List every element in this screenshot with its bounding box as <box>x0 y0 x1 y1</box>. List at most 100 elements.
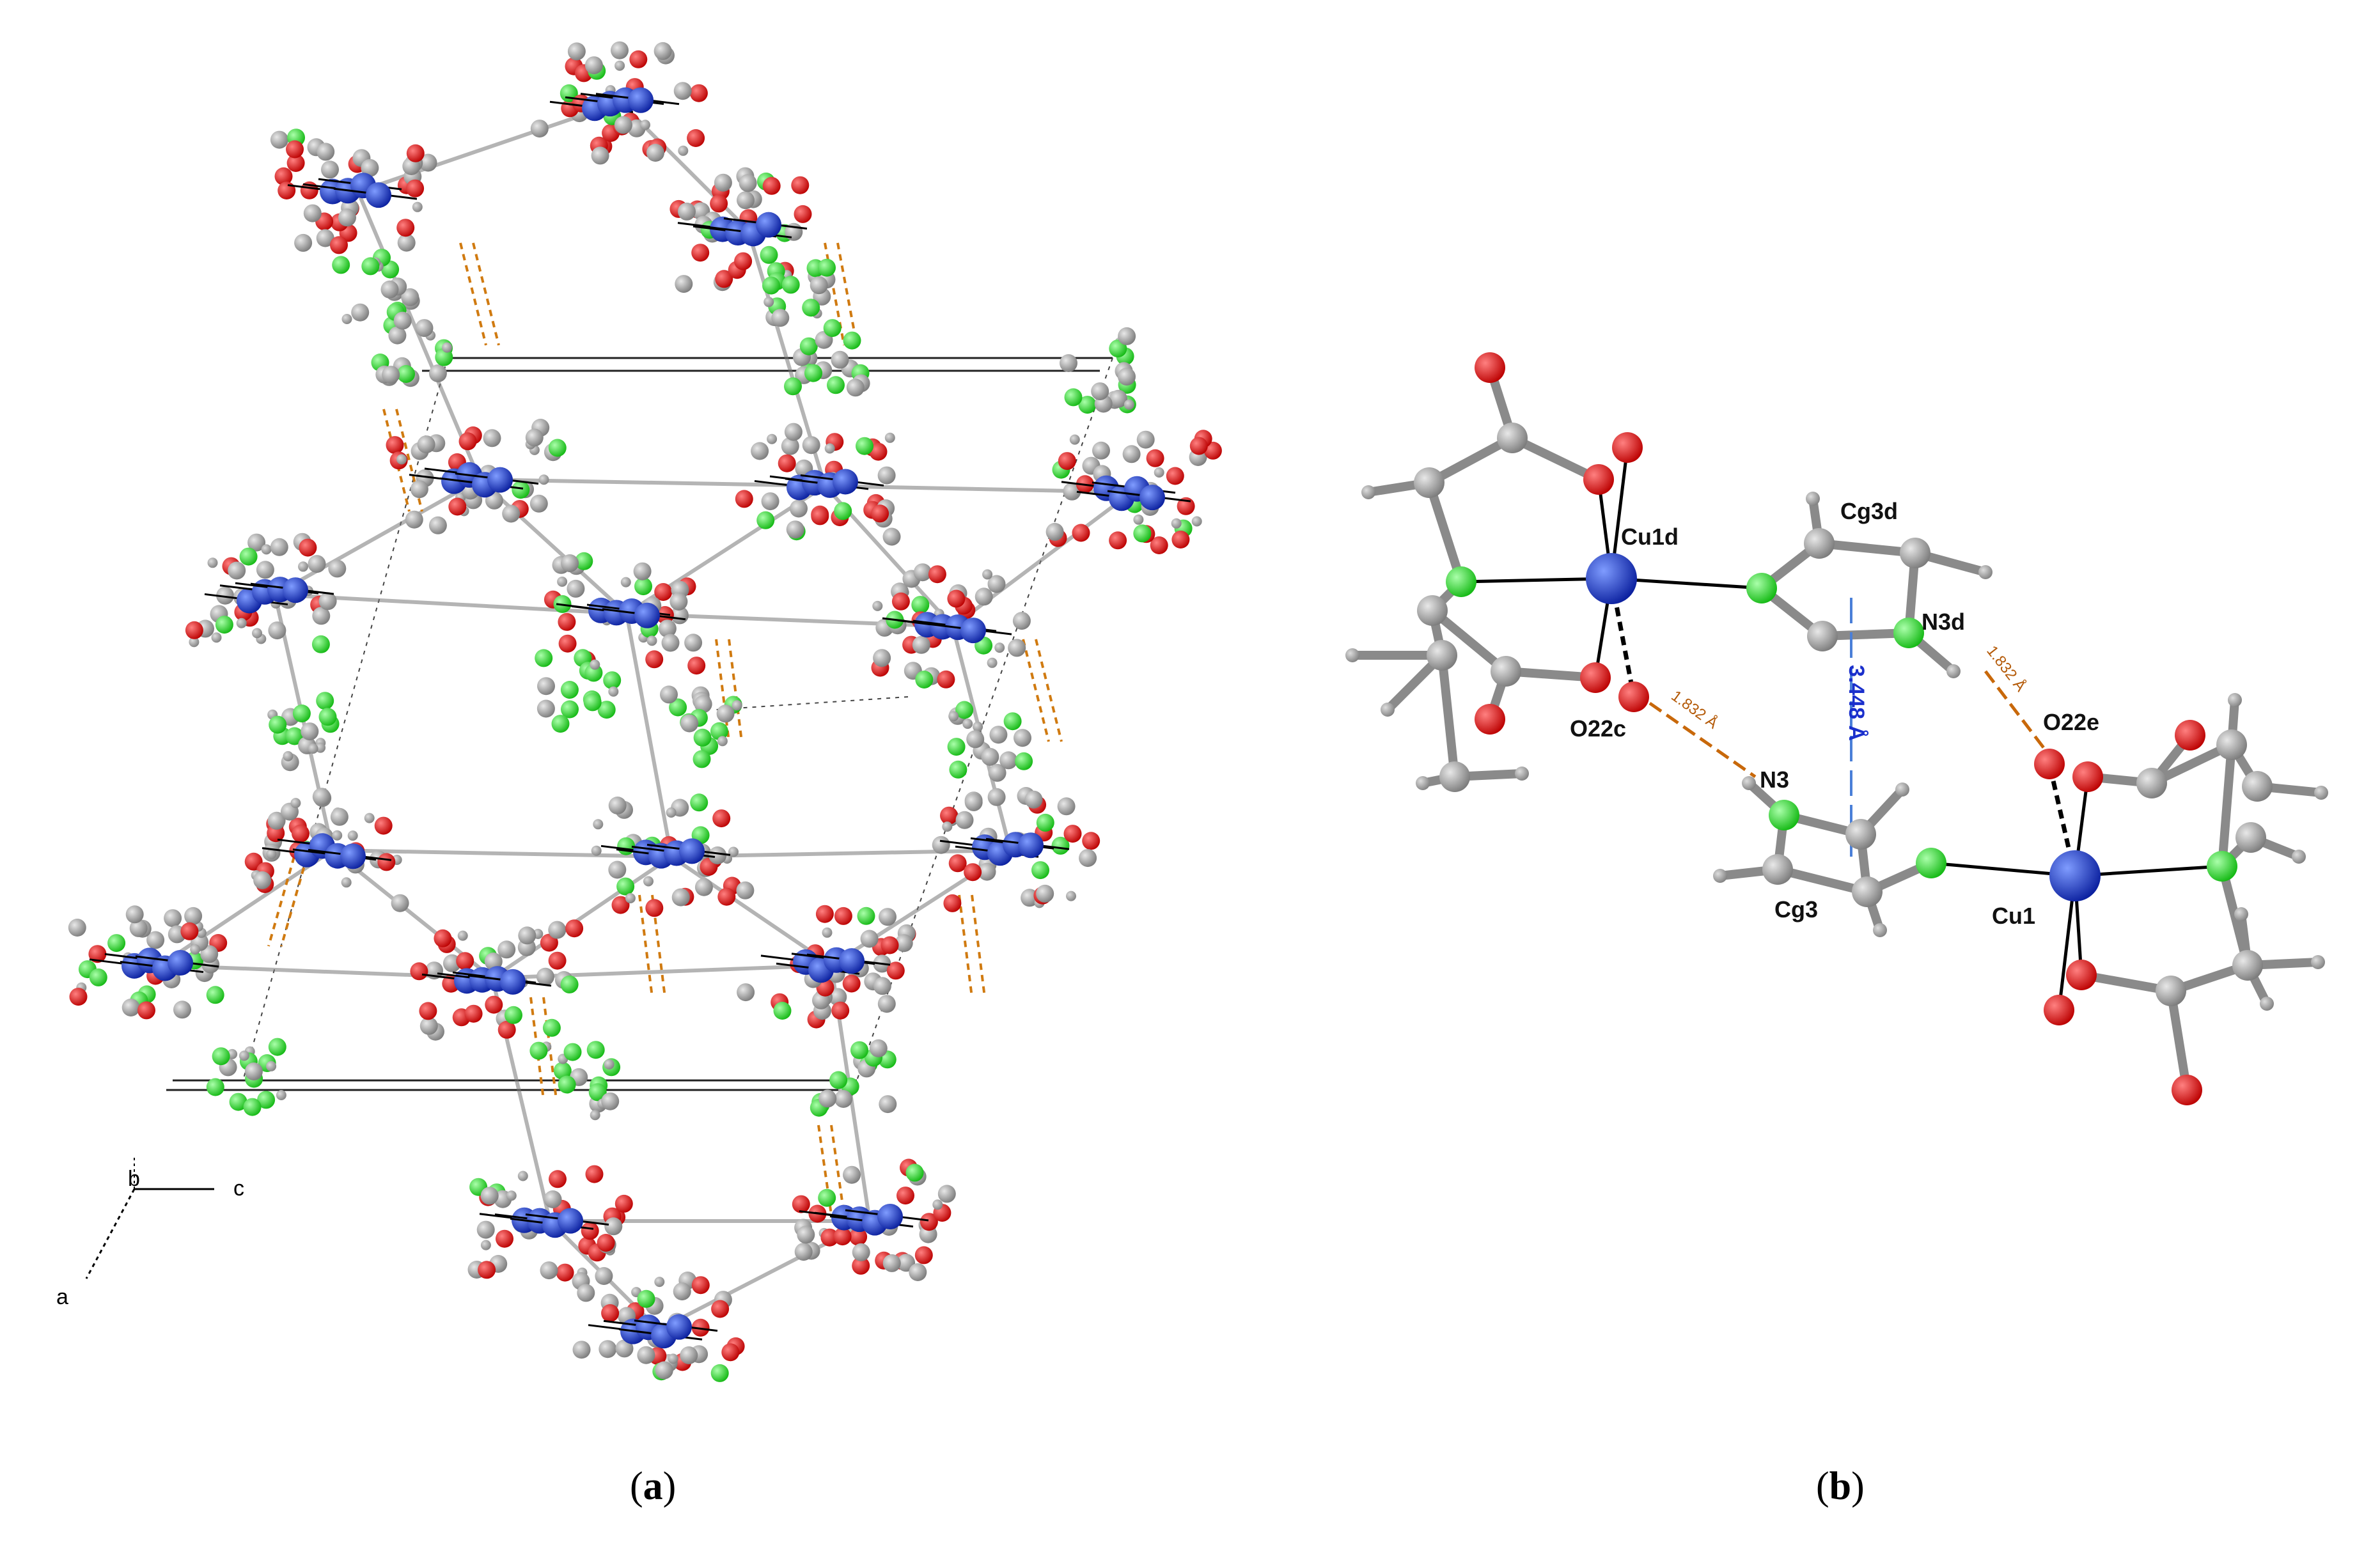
oxygen-atom <box>891 592 910 611</box>
nitrogen-atom <box>634 577 652 596</box>
panel-b-dimer: Cu1d Cg3d N3d O22c N3 Cg3 Cu1 O22e 1.832… <box>1345 352 2328 1105</box>
hydrogen-atom <box>442 342 453 353</box>
oxygen-atom <box>497 1020 516 1039</box>
oxygen-atom <box>278 182 296 199</box>
label-n3d: N3d <box>1922 609 1965 635</box>
hydrogen-atom <box>211 632 222 643</box>
hydrogen-atom <box>332 830 343 841</box>
hydrogen-atom <box>1742 776 1756 790</box>
hbond-dash <box>728 639 743 742</box>
carbon-atom <box>1014 729 1031 747</box>
carbon-atom <box>388 326 407 345</box>
oxygen-atom <box>558 612 576 631</box>
oxygen-atom <box>581 1222 599 1240</box>
hydrogen-atom <box>538 474 549 485</box>
hydrogen-atom <box>1978 565 1992 579</box>
cell-edge-dashed <box>716 696 909 710</box>
oxygen-atom <box>611 896 630 914</box>
oxygen-atom <box>396 219 415 237</box>
hydrogen-atom <box>2311 955 2325 969</box>
panel-a-packing: b c a <box>56 41 1222 1382</box>
oxygen-atom <box>137 1001 155 1020</box>
carbon-atom <box>351 303 370 322</box>
oxygen-atom <box>964 863 982 882</box>
oxygen-atom <box>849 1227 868 1246</box>
carbon-atom <box>1118 327 1136 345</box>
carbon-atom <box>895 934 913 953</box>
nitrogen-atom <box>586 1041 605 1059</box>
oxygen-atom <box>1150 536 1168 554</box>
oxygen-atom <box>1580 662 1611 693</box>
hydrogen-atom <box>640 120 650 130</box>
hydrogen-atom <box>1713 869 1727 883</box>
nitrogen-atom <box>1769 800 1799 830</box>
nitrogen-atom <box>818 1188 836 1207</box>
hydrogen-atom <box>341 314 352 324</box>
covalent-bond <box>1437 651 1459 781</box>
carbon-atom <box>1807 621 1838 651</box>
nitrogen-atom <box>1051 836 1070 855</box>
carbon-atom <box>164 909 182 928</box>
nitrogen-atom <box>955 701 974 719</box>
axis-label-a: a <box>56 1285 68 1309</box>
hydrogen-atom <box>767 433 778 444</box>
carbon-atom <box>303 204 322 222</box>
hydrogen-atom <box>1066 891 1076 901</box>
nitrogen-atom <box>243 1098 262 1116</box>
hydrogen-atom <box>732 700 742 711</box>
oxygen-atom <box>794 205 812 223</box>
oxygen-atom <box>691 1318 710 1337</box>
oxygen-atom <box>456 952 474 970</box>
oxygen-atom <box>691 1276 710 1295</box>
carbon-atom <box>1136 430 1155 449</box>
oxygen-atom <box>410 962 428 981</box>
hydrogen-atom <box>1191 516 1202 527</box>
oxygen-atom <box>1063 825 1082 843</box>
copper-atom <box>283 577 308 603</box>
hydrogen-atom <box>591 845 602 856</box>
oxygen-atom <box>896 1187 914 1205</box>
nitrogen-atom <box>561 700 579 719</box>
hydrogen-atom <box>261 544 272 555</box>
oxygen-atom <box>711 1300 730 1318</box>
carbon-atom <box>1491 656 1521 687</box>
nitrogen-atom <box>947 738 966 756</box>
hydrogen-atom <box>717 736 728 747</box>
carbon-atom <box>317 143 335 161</box>
copper-atom <box>634 602 660 628</box>
hbond-dash <box>459 242 487 346</box>
carbon-atom <box>675 275 693 293</box>
carbon-atom <box>318 592 337 611</box>
copper-atom <box>756 212 781 238</box>
nitrogen-atom <box>268 1038 286 1056</box>
carbon-atom <box>125 905 144 924</box>
oxygen-atom <box>540 933 558 952</box>
oxygen-atom <box>629 50 648 68</box>
label-cu1d: Cu1d <box>1621 524 1679 550</box>
nitrogen-atom <box>799 337 818 355</box>
hbond-left-line <box>1648 701 1757 779</box>
nitrogen-atom <box>827 376 845 394</box>
oxygen-atom <box>645 650 664 669</box>
nitrogen-atom <box>804 364 822 382</box>
nitrogen-atom <box>89 968 107 986</box>
oxygen-atom <box>615 1194 633 1213</box>
chain-bond <box>479 478 826 488</box>
carbon-atom <box>536 967 554 986</box>
carbon-atom <box>1497 423 1528 453</box>
hydrogen-atom <box>666 807 677 818</box>
nitrogen-atom <box>857 907 875 925</box>
carbon-atom <box>480 1187 499 1205</box>
carbon-atom <box>301 722 319 741</box>
nitrogen-atom <box>239 547 258 566</box>
carbon-atom <box>615 1339 634 1358</box>
carbon-atom <box>228 561 246 580</box>
nitrogen-atom <box>512 481 530 499</box>
hydrogen-atom <box>942 821 953 832</box>
carbon-atom <box>483 429 501 448</box>
carbon-atom <box>2235 822 2266 853</box>
interactions <box>1648 598 2047 857</box>
nitrogen-atom <box>829 1071 848 1089</box>
oxygen-atom <box>914 1246 933 1265</box>
oxygen-atom <box>180 922 199 940</box>
